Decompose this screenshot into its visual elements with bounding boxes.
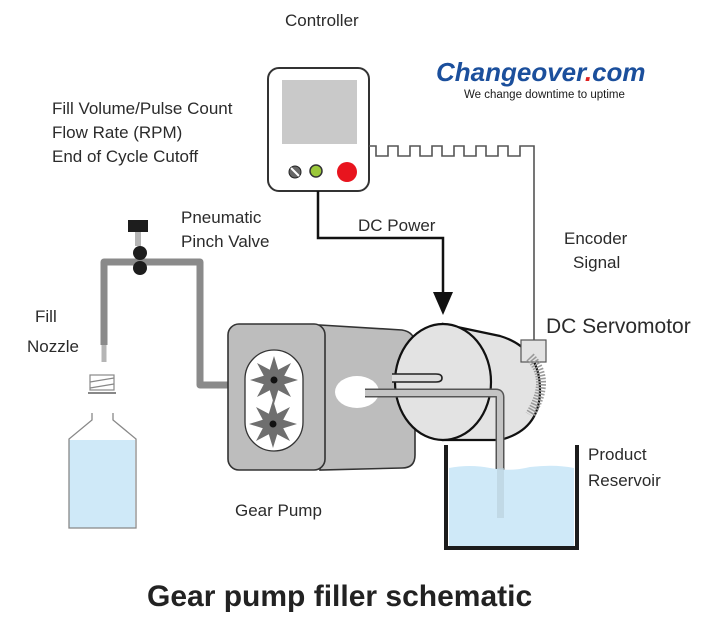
pinch-valve-label-line1: Pneumatic [181,208,262,227]
encoder-label-line1: Encoder [564,229,628,248]
fill-nozzle-label-line1: Fill [35,307,57,326]
product-reservoir [444,445,579,550]
product-tubing [100,258,279,389]
reservoir-label-line2: Reservoir [588,471,661,490]
logo-tagline: We change downtime to uptime [464,89,625,101]
controller [267,67,370,192]
dc-servomotor-label: DC Servomotor [546,315,691,338]
bottle [68,374,137,529]
gear-top-icon [250,356,298,404]
pump-shaft-port [335,376,379,408]
changeover-logo: Changeover.com We change downtime to upt… [436,57,646,101]
diagram-title: Gear pump filler schematic [147,580,532,613]
pinch-valve [128,220,148,275]
arrow-down-icon [433,292,453,315]
reservoir-liquid [449,465,574,546]
controller-screen [282,80,357,144]
dc-servomotor [392,322,547,442]
setting-fill-volume: Fill Volume/Pulse Count [52,99,233,118]
red-button-icon [337,162,357,182]
gear-bottom-icon [249,400,297,448]
gear-hub [270,376,278,384]
intake-tube [365,390,503,518]
gear-hub [269,420,277,428]
logo-brand: Changeover.com [436,57,646,87]
pinch-valve-label-line2: Pinch Valve [181,232,270,251]
setting-end-of-cycle: End of Cycle Cutoff [52,147,198,166]
green-indicator-light [309,164,323,178]
bottle-liquid [69,440,135,528]
encoder-label-line2: Signal [573,253,620,272]
dc-power-line [316,191,445,298]
dc-power-label: DC Power [358,216,436,235]
reservoir-label-line1: Product [588,445,647,464]
gear-pump [227,323,416,471]
encoder-signal-wave [369,145,535,345]
motor-shaft [392,373,443,383]
controller-label: Controller [285,11,359,30]
dial-icon [288,165,302,179]
setting-flow-rate: Flow Rate (RPM) [52,123,182,142]
gear-pump-label: Gear Pump [235,501,322,520]
fill-nozzle-label-line2: Nozzle [27,337,79,356]
